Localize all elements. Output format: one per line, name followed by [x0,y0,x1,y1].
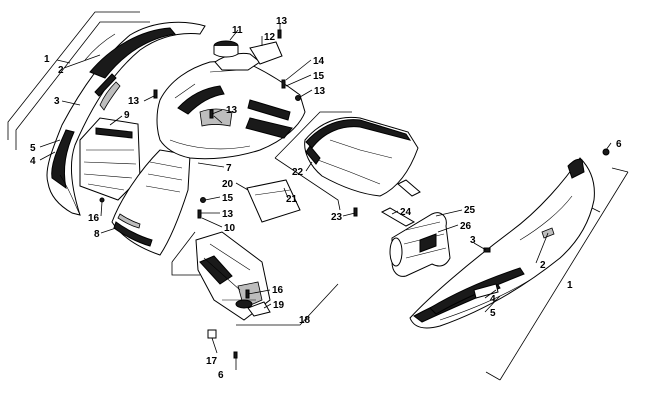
callout-2: 2 [58,65,64,76]
callout-24: 24 [400,207,412,218]
callout-22: 22 [292,167,304,178]
tray-icon [274,111,419,211]
callout-23: 23 [331,212,343,223]
lower-console-icon [195,231,271,321]
callout-15-a: 13 [314,86,326,97]
callout-17: 17 [206,356,218,367]
callout-18: 18 [299,315,311,326]
callout-6-b: 6 [218,370,224,381]
callout-4-b: 4 [490,294,496,305]
callout-21: 21 [286,194,298,205]
callout-1: 1 [44,54,50,65]
callout-13-e: 13 [222,209,234,220]
callout-16-b: 16 [272,285,284,296]
filter-icon [389,212,451,277]
callout-5: 5 [30,143,36,154]
callout-1-b: 1 [567,280,573,291]
small-piece-icon [247,301,271,317]
center-hood-icon [156,52,306,160]
callout-16: 16 [88,213,100,224]
callout-7: 7 [226,163,232,174]
clip-icon [380,179,421,227]
callout-13-d: 13 [226,105,238,116]
callout-15-b: 15 [222,193,234,204]
right-side-panel-icon [409,157,629,381]
callout-9: 9 [124,110,130,121]
hardware-icon [99,29,610,359]
callout-19: 19 [273,300,285,311]
callout-13-b: 13 [276,16,288,27]
callout-25: 25 [464,205,476,216]
callout-12: 12 [264,32,276,43]
cap-icon [213,40,239,58]
callout-11: 11 [232,25,243,36]
callout-6-a: 6 [616,139,622,150]
plate-icon [249,41,283,65]
windshield-icon [246,179,301,223]
front-nose-icon [111,149,191,256]
left-side-panel-icon [7,11,206,216]
callout-labels: 1 2 3 4 5 9 16 8 11 13 12 13 14 15 13 13… [30,16,622,381]
callout-20: 20 [222,179,234,190]
callout-2-b: 2 [540,260,546,271]
callout-14: 15 [313,71,325,82]
callout-13-a: 13 [128,96,140,107]
callout-26: 26 [460,221,472,232]
callout-4: 4 [30,156,36,167]
callout-13-c: 14 [313,56,325,67]
callout-8: 8 [94,229,100,240]
leader-lines [39,23,612,370]
callout-10: 10 [224,223,236,234]
callout-5-b: 5 [490,308,496,319]
callout-3: 3 [54,96,60,107]
callout-3-b: 3 [470,235,476,246]
